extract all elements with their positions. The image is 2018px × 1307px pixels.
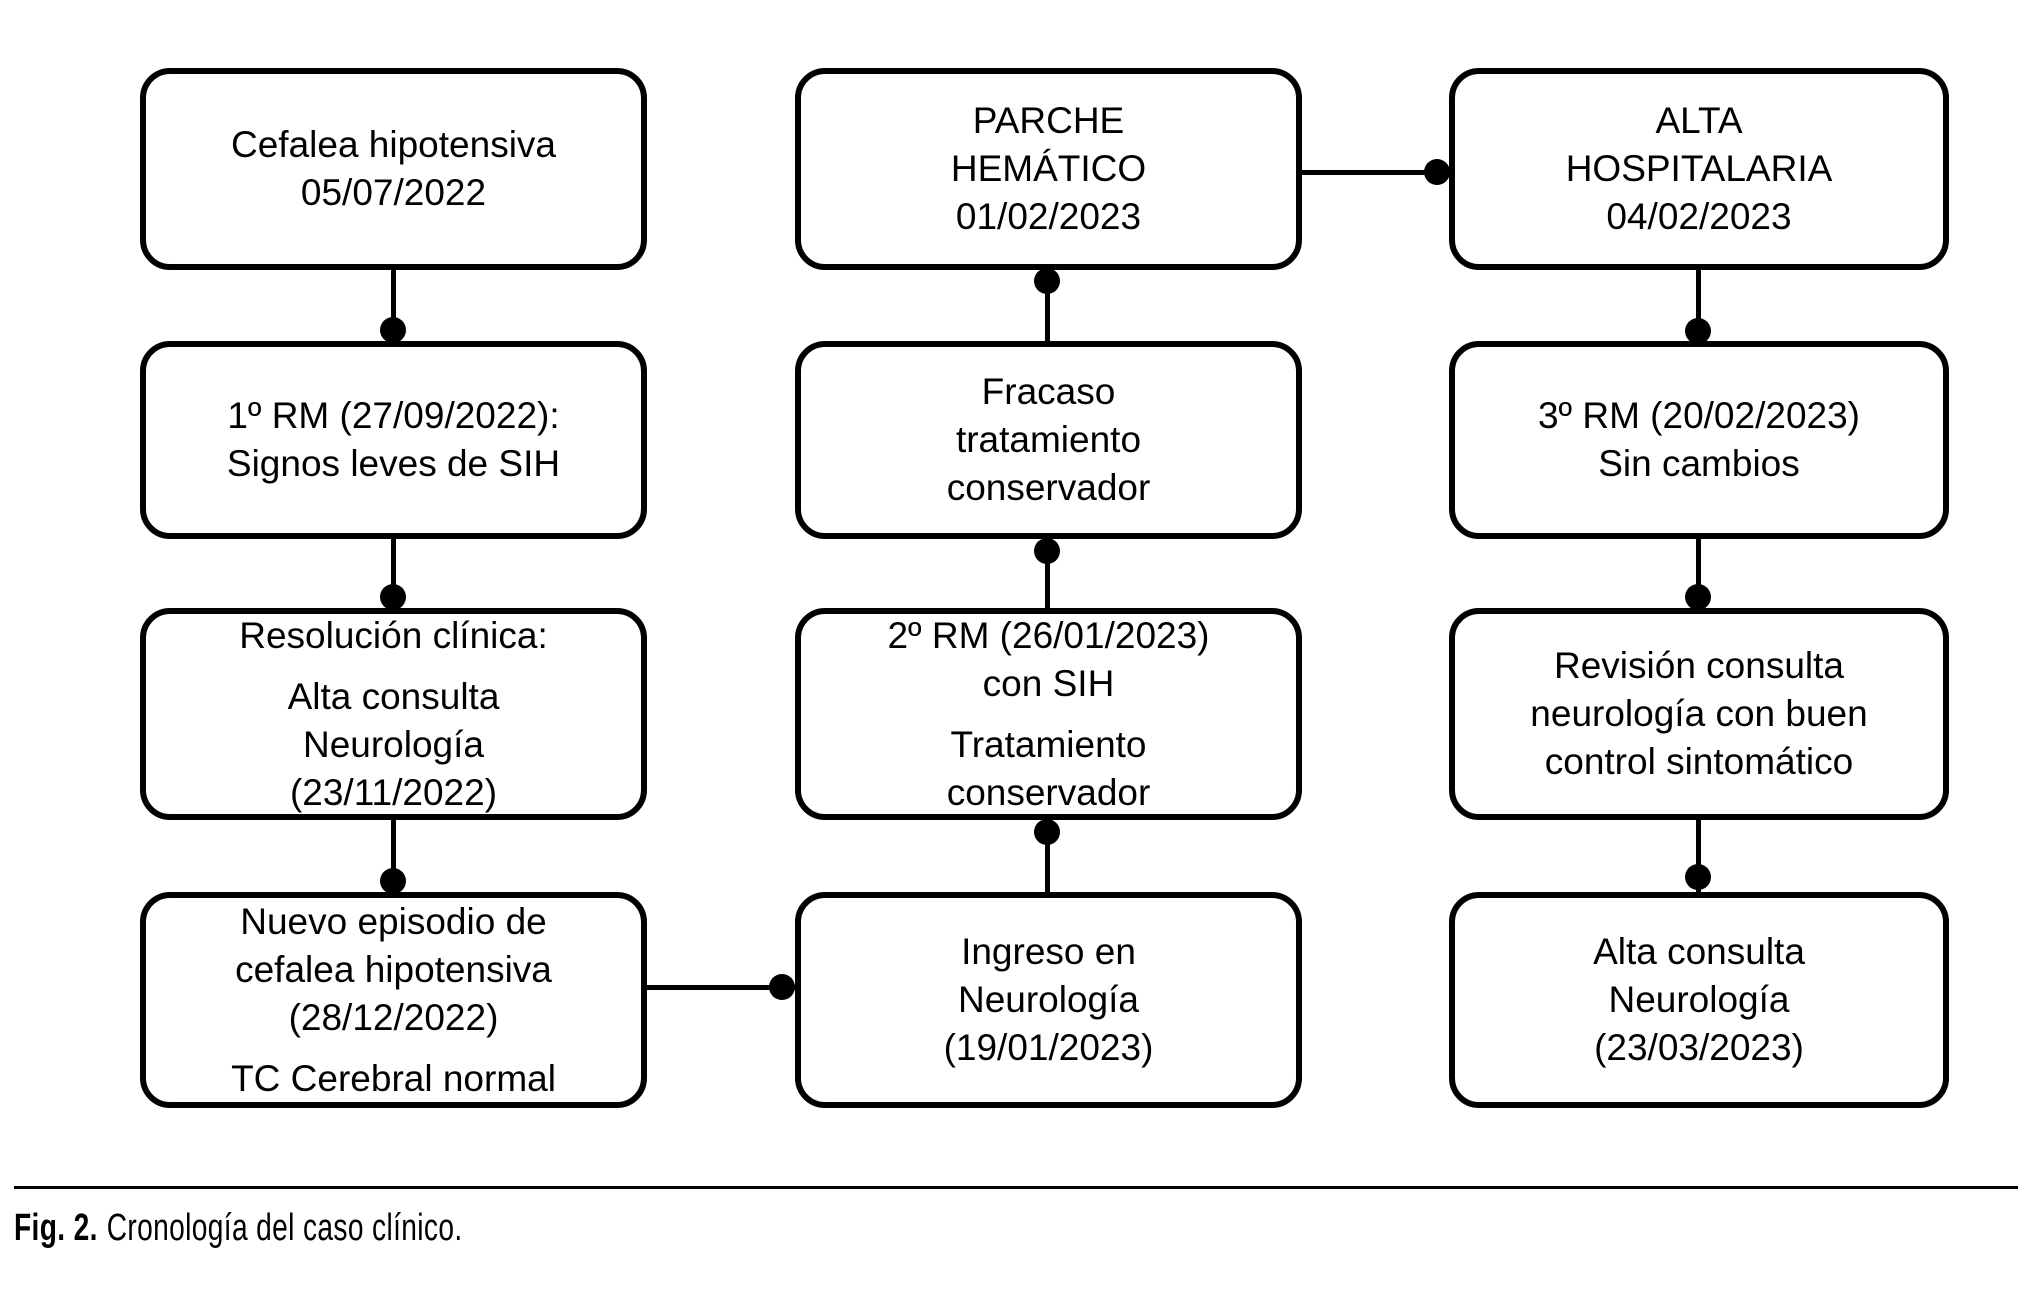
connector-line bbox=[391, 266, 396, 343]
connector-line bbox=[645, 985, 797, 990]
figure-caption-text: Cronología del caso clínico. bbox=[106, 1207, 463, 1249]
connector-line bbox=[1300, 170, 1451, 175]
box-text: 1º RM (27/09/2022): Signos leves de SIH bbox=[226, 395, 561, 484]
flow-box-segunda-rm: 2º RM (26/01/2023) con SIH Tratamiento c… bbox=[795, 608, 1302, 820]
box-text: 2º RM (26/01/2023) con SIH bbox=[887, 614, 1210, 704]
flow-box-revision-consulta: Revisión consulta neurología con buen co… bbox=[1449, 608, 1949, 820]
box-text: TC Cerebral normal bbox=[231, 1057, 556, 1099]
flow-box-fracaso-tratamiento: Fracaso tratamiento conservador bbox=[795, 341, 1302, 539]
connector-dot bbox=[1685, 584, 1711, 610]
connector-line bbox=[391, 535, 396, 610]
connector-dot bbox=[1424, 159, 1450, 185]
box-text: Alta consulta Neurología (23/03/2023) bbox=[1593, 931, 1805, 1068]
box-text: Nuevo episodio de cefalea hipotensiva (2… bbox=[235, 900, 552, 1038]
box-text: Ingreso en Neurología (19/01/2023) bbox=[943, 931, 1154, 1068]
box-text: Revisión consulta neurología con buen co… bbox=[1530, 645, 1868, 782]
flow-box-tercera-rm: 3º RM (20/02/2023) Sin cambios bbox=[1449, 341, 1949, 539]
caption-divider bbox=[14, 1186, 2018, 1189]
flow-box-cefalea-hipotensiva: Cefalea hipotensiva 05/07/2022 bbox=[140, 68, 647, 270]
connector-line bbox=[1696, 816, 1701, 894]
connector-dot bbox=[380, 317, 406, 343]
flow-box-alta-hospitalaria: ALTA HOSPITALARIA 04/02/2023 bbox=[1449, 68, 1949, 270]
box-text: Alta consulta Neurología (23/11/2022) bbox=[287, 675, 500, 813]
connector-dot bbox=[380, 584, 406, 610]
connector-dot bbox=[380, 868, 406, 894]
connector-dot bbox=[1034, 538, 1060, 564]
box-text: Resolución clínica: bbox=[239, 614, 548, 656]
connector-dot bbox=[1685, 318, 1711, 344]
box-text: Cefalea hipotensiva 05/07/2022 bbox=[231, 124, 556, 213]
flow-box-parche-hematico: PARCHE HEMÁTICO 01/02/2023 bbox=[795, 68, 1302, 270]
box-text: 3º RM (20/02/2023) Sin cambios bbox=[1537, 395, 1860, 484]
flow-box-nuevo-episodio: Nuevo episodio de cefalea hipotensiva (2… bbox=[140, 892, 647, 1108]
flow-box-alta-consulta: Alta consulta Neurología (23/03/2023) bbox=[1449, 892, 1949, 1108]
connector-dot bbox=[769, 974, 795, 1000]
connector-dot bbox=[1685, 864, 1711, 890]
flow-box-primera-rm: 1º RM (27/09/2022): Signos leves de SIH bbox=[140, 341, 647, 539]
flow-box-ingreso-neurologia: Ingreso en Neurología (19/01/2023) bbox=[795, 892, 1302, 1108]
flow-box-resolucion-clinica: Resolución clínica: Alta consulta Neurol… bbox=[140, 608, 647, 820]
connector-dot bbox=[1034, 268, 1060, 294]
box-text: Tratamiento conservador bbox=[946, 723, 1151, 813]
box-text: PARCHE HEMÁTICO 01/02/2023 bbox=[950, 100, 1147, 237]
figure-caption-label: Fig. 2. bbox=[14, 1207, 98, 1249]
figure-caption: Fig. 2.Cronología del caso clínico. bbox=[14, 1204, 463, 1252]
box-text: ALTA HOSPITALARIA 04/02/2023 bbox=[1565, 100, 1833, 237]
connector-line bbox=[1045, 266, 1050, 343]
connector-line bbox=[1696, 535, 1701, 610]
connector-dot bbox=[1034, 819, 1060, 845]
connector-line bbox=[1045, 816, 1050, 894]
box-text: Fracaso tratamiento conservador bbox=[946, 371, 1151, 508]
connector-line bbox=[1045, 535, 1050, 610]
connector-line bbox=[391, 816, 396, 894]
connector-line bbox=[1696, 266, 1701, 343]
